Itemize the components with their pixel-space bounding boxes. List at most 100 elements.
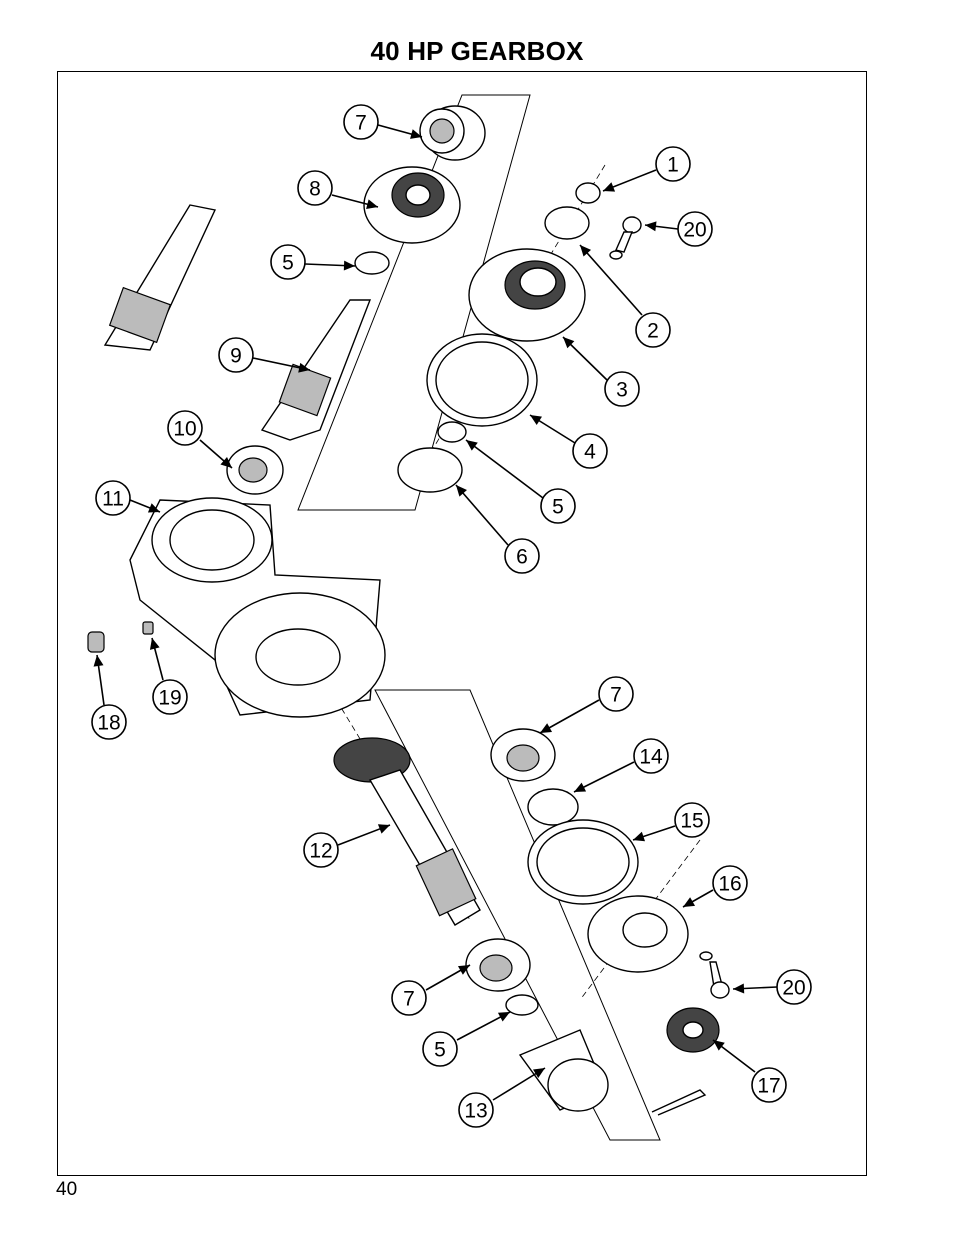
callout-label: 20 [782, 977, 805, 1000]
callout-label: 19 [158, 687, 181, 710]
upper-assembly-box [297, 94, 531, 511]
leader-arrowhead [149, 638, 160, 650]
callout-circle [677, 211, 713, 247]
page-title: 40 HP GEARBOX [370, 36, 584, 66]
callout-circle [218, 337, 254, 373]
leader-arrowhead [466, 440, 478, 451]
callout-label: 10 [173, 418, 196, 441]
callout-c12: 12 [303, 824, 391, 868]
bearing-mid [226, 445, 284, 495]
callout-c4: 4 [529, 414, 608, 469]
callout-c7a: 7 [343, 104, 423, 140]
callout-circle [95, 480, 131, 516]
cotter-pin [651, 1089, 707, 1116]
breather-plug [87, 631, 105, 653]
callout-circle [776, 969, 812, 1005]
callout-c2: 2 [579, 244, 671, 348]
callout-label: 5 [434, 1039, 446, 1062]
callout-c13: 13 [458, 1067, 546, 1128]
callout-c10: 10 [167, 410, 233, 469]
callout-label: 20 [683, 219, 706, 242]
leader-arrowhead [497, 1012, 510, 1022]
bearing-cover-upper [468, 248, 586, 342]
callout-c18: 18 [91, 654, 127, 740]
pinion-shaft [333, 737, 481, 926]
callout-label: 8 [309, 178, 321, 201]
callout-c20b: 20 [732, 969, 812, 1005]
callout-circle [635, 312, 671, 348]
callout-label: 2 [647, 320, 659, 343]
callout-circle [303, 832, 339, 868]
leader-arrowhead [366, 199, 378, 210]
bolt-upper [609, 216, 642, 260]
oil-seal-upper [544, 206, 590, 240]
callout-label: 14 [639, 746, 663, 769]
callout-circle [504, 538, 540, 574]
callout-circle [598, 676, 634, 712]
leader-arrowhead [563, 337, 575, 349]
leader-arrowhead [733, 983, 745, 994]
callout-label: 16 [718, 873, 741, 896]
callout-circle [91, 704, 127, 740]
leader-line [573, 761, 635, 793]
leader-arrowhead [377, 824, 390, 834]
input-shaft [260, 299, 372, 441]
callout-circle [270, 244, 306, 280]
leader-line [455, 484, 509, 546]
bearing-top [419, 105, 486, 161]
callout-circle [751, 1067, 787, 1103]
snap-ring-lower [505, 994, 539, 1016]
diagram-frame [57, 71, 867, 1176]
callout-circle [343, 104, 379, 140]
callout-label: 3 [616, 379, 628, 402]
leader-arrowhead [533, 1068, 545, 1079]
callout-circle [152, 679, 188, 715]
leader-arrowhead [574, 782, 587, 792]
gearbox-housing [129, 497, 386, 718]
callout-label: 11 [102, 488, 124, 511]
callout-label: 6 [516, 546, 528, 569]
callout-circle [167, 410, 203, 446]
callout-label: 13 [464, 1100, 487, 1123]
snap-ring-small [575, 182, 601, 204]
leader-arrowhead [603, 182, 616, 192]
leader-arrowhead [633, 831, 646, 842]
callout-label: 7 [355, 112, 367, 135]
retaining-ring-large [397, 447, 463, 493]
lower-assembly-box [374, 689, 661, 1141]
callout-circle [572, 433, 608, 469]
callout-c15: 15 [632, 802, 710, 842]
callout-circle [297, 170, 333, 206]
leader-arrowhead [298, 362, 310, 373]
callout-c9: 9 [218, 337, 311, 373]
callout-label: 15 [680, 810, 703, 833]
snap-ring-mid [437, 421, 467, 443]
callout-circle [422, 1031, 458, 1067]
callout-c16: 16 [682, 865, 748, 908]
callout-label: 9 [230, 345, 242, 368]
bearing-lower-b [465, 938, 531, 992]
callout-c20a: 20 [644, 211, 713, 247]
leader-line [539, 699, 600, 734]
callout-label: 4 [584, 441, 596, 464]
callout-circle [458, 1092, 494, 1128]
callout-c11: 11 [95, 480, 161, 516]
callout-label: 12 [309, 840, 332, 863]
leader-arrowhead [220, 456, 232, 468]
callout-c5c: 5 [422, 1011, 511, 1067]
callout-c3: 3 [562, 336, 640, 407]
callout-label: 5 [282, 252, 294, 275]
page-number: 40 [56, 1179, 78, 1200]
callout-c19: 19 [149, 637, 188, 715]
leader-arrowhead [683, 897, 696, 907]
drain-plug [142, 621, 154, 635]
leader-arrowhead [580, 245, 592, 257]
leader-arrowhead [343, 260, 355, 271]
leader-arrowhead [530, 415, 542, 426]
callout-c5b: 5 [465, 439, 576, 524]
callout-c1: 1 [602, 146, 691, 192]
callout-circle [391, 980, 427, 1016]
callout-label: 17 [757, 1075, 780, 1098]
callout-circle [674, 802, 710, 838]
